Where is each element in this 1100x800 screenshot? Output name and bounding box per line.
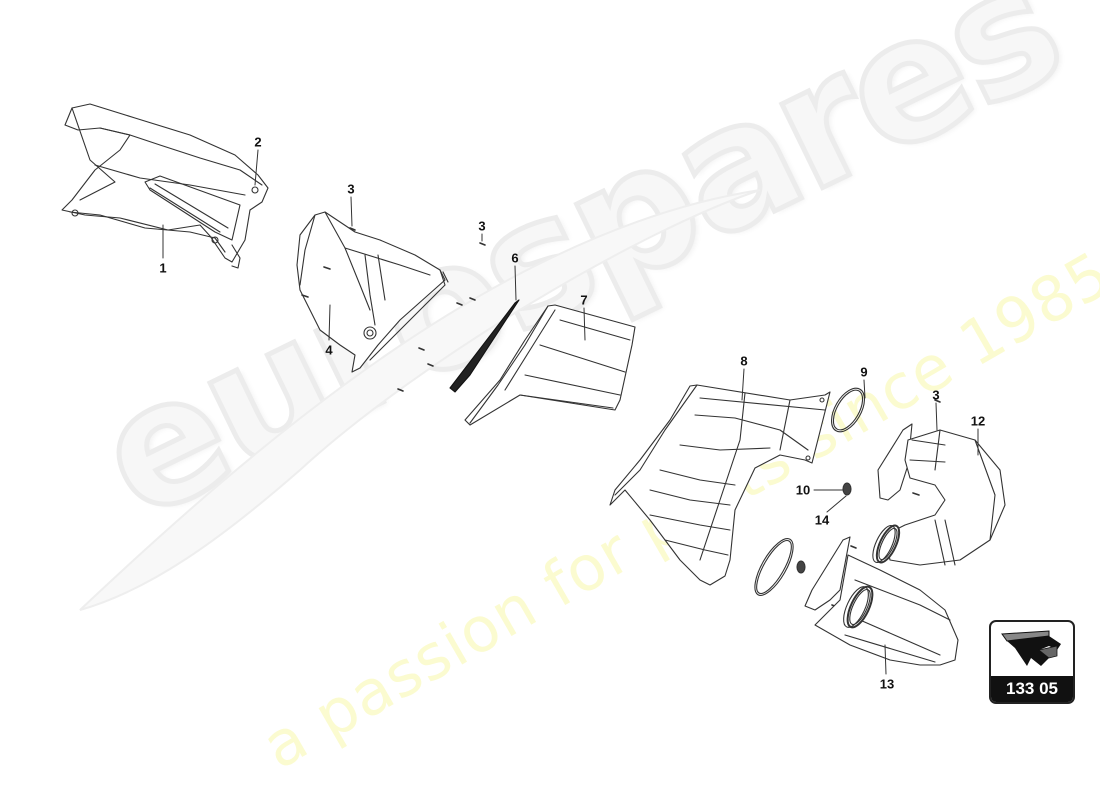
callout-8[interactable]: 8 <box>740 353 748 369</box>
leader-lines <box>162 149 979 675</box>
callout-6[interactable]: 6 <box>511 250 519 266</box>
callout-14[interactable]: 14 <box>814 512 830 528</box>
part-6-seal[interactable] <box>449 299 520 393</box>
screws[interactable] <box>301 227 941 608</box>
arrow-direction-icon <box>1001 630 1061 666</box>
part-7-duct[interactable] <box>464 304 636 426</box>
part-13-pipe-lower[interactable] <box>804 536 959 666</box>
callout-13[interactable]: 13 <box>879 676 895 692</box>
part-8-main-duct[interactable] <box>609 384 831 586</box>
part-4-adapter[interactable] <box>296 211 449 373</box>
part-9-oring[interactable] <box>825 383 872 438</box>
callout-9[interactable]: 9 <box>860 364 868 380</box>
callout-3[interactable]: 3 <box>932 387 940 403</box>
callout-7[interactable]: 7 <box>580 292 588 308</box>
callout-2[interactable]: 2 <box>254 134 262 150</box>
callout-1[interactable]: 1 <box>159 260 167 276</box>
part-10-nut[interactable] <box>796 482 852 574</box>
callout-12[interactable]: 12 <box>970 413 986 429</box>
callout-4[interactable]: 4 <box>325 342 333 358</box>
callout-10[interactable]: 10 <box>795 482 811 498</box>
callout-3[interactable]: 3 <box>347 181 355 197</box>
part-9-oring-lower[interactable] <box>748 533 801 600</box>
diagram-code: 133 05 <box>991 676 1073 702</box>
part-1-housing[interactable] <box>61 103 269 269</box>
part-12-pipe-upper[interactable] <box>868 423 1006 566</box>
callout-3[interactable]: 3 <box>478 218 486 234</box>
diagram-code-badge: 133 05 <box>989 620 1075 704</box>
